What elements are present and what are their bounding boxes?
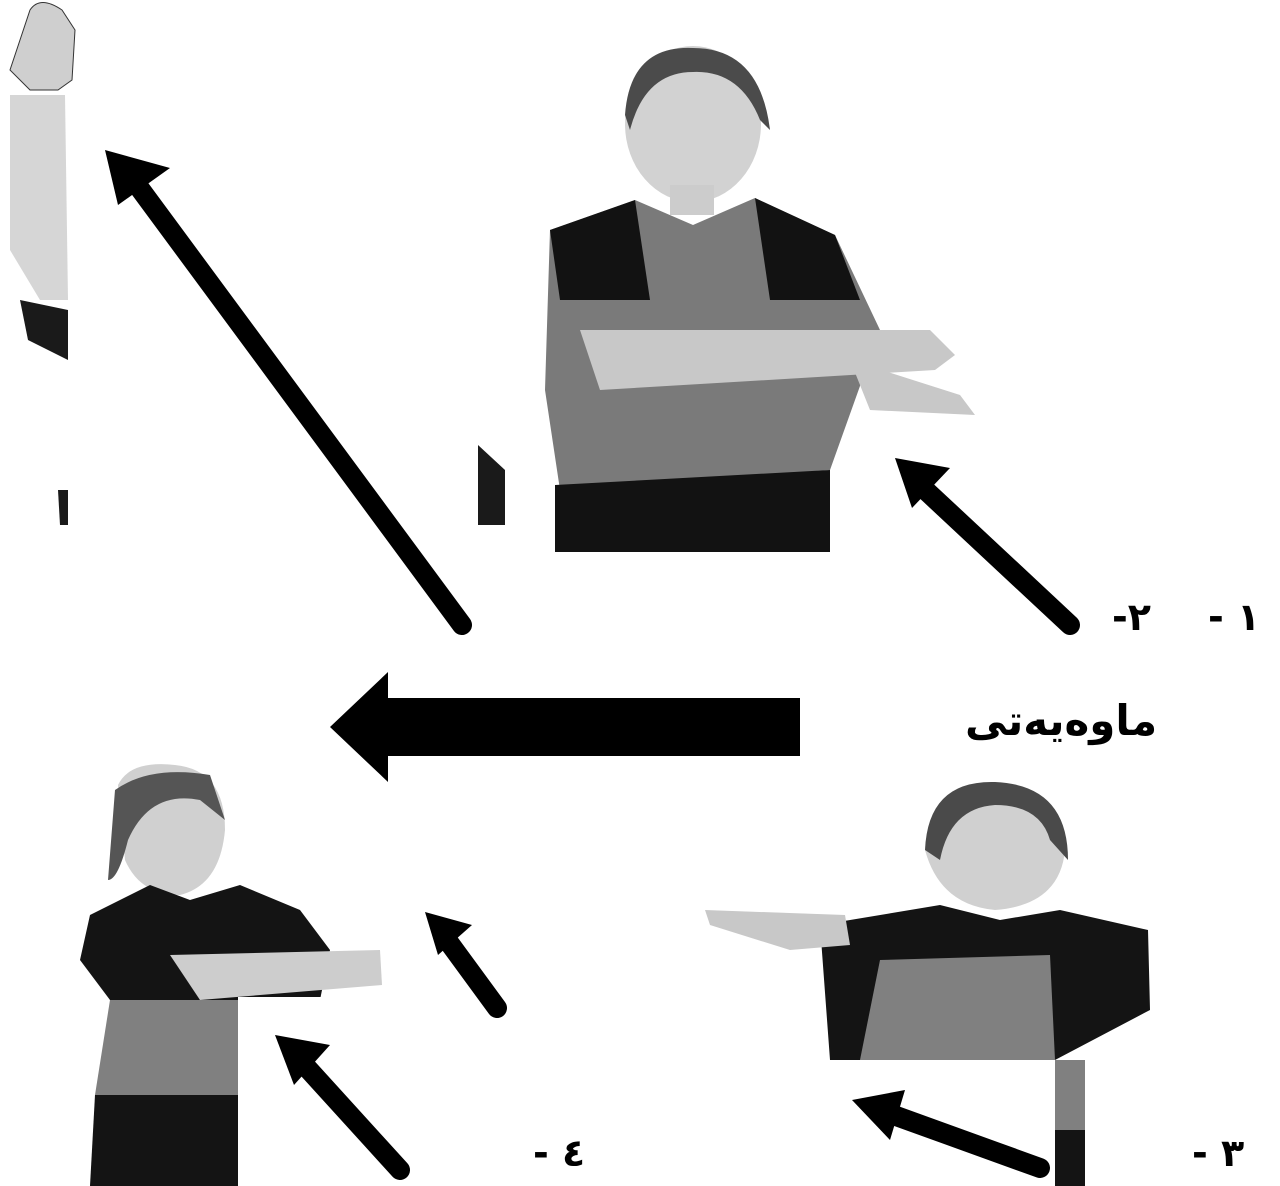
arrow-to-bottom-right	[852, 1090, 1050, 1178]
referee-arm-extended-photo	[705, 781, 1150, 1186]
step-label-2: ٢-	[1112, 595, 1151, 639]
main-left-arrow	[330, 672, 800, 782]
step-label-1: ١ -	[1208, 595, 1261, 639]
step-label-4: ٤ -	[533, 1131, 586, 1175]
arrow-to-top-left	[105, 150, 472, 635]
step-label-3: ٣ -	[1192, 1131, 1245, 1175]
arrow-to-top-center	[895, 458, 1080, 635]
referee-raised-arm-photo	[0, 0, 505, 525]
diagram-title: ماوەیەتی	[965, 696, 1158, 745]
arrow-to-bottom-left-lower	[275, 1035, 410, 1180]
referee-forearm-crossed-photo	[545, 46, 975, 552]
referee-arms-folded-photo	[80, 764, 382, 1186]
arrow-to-bottom-left-mid	[425, 912, 507, 1018]
